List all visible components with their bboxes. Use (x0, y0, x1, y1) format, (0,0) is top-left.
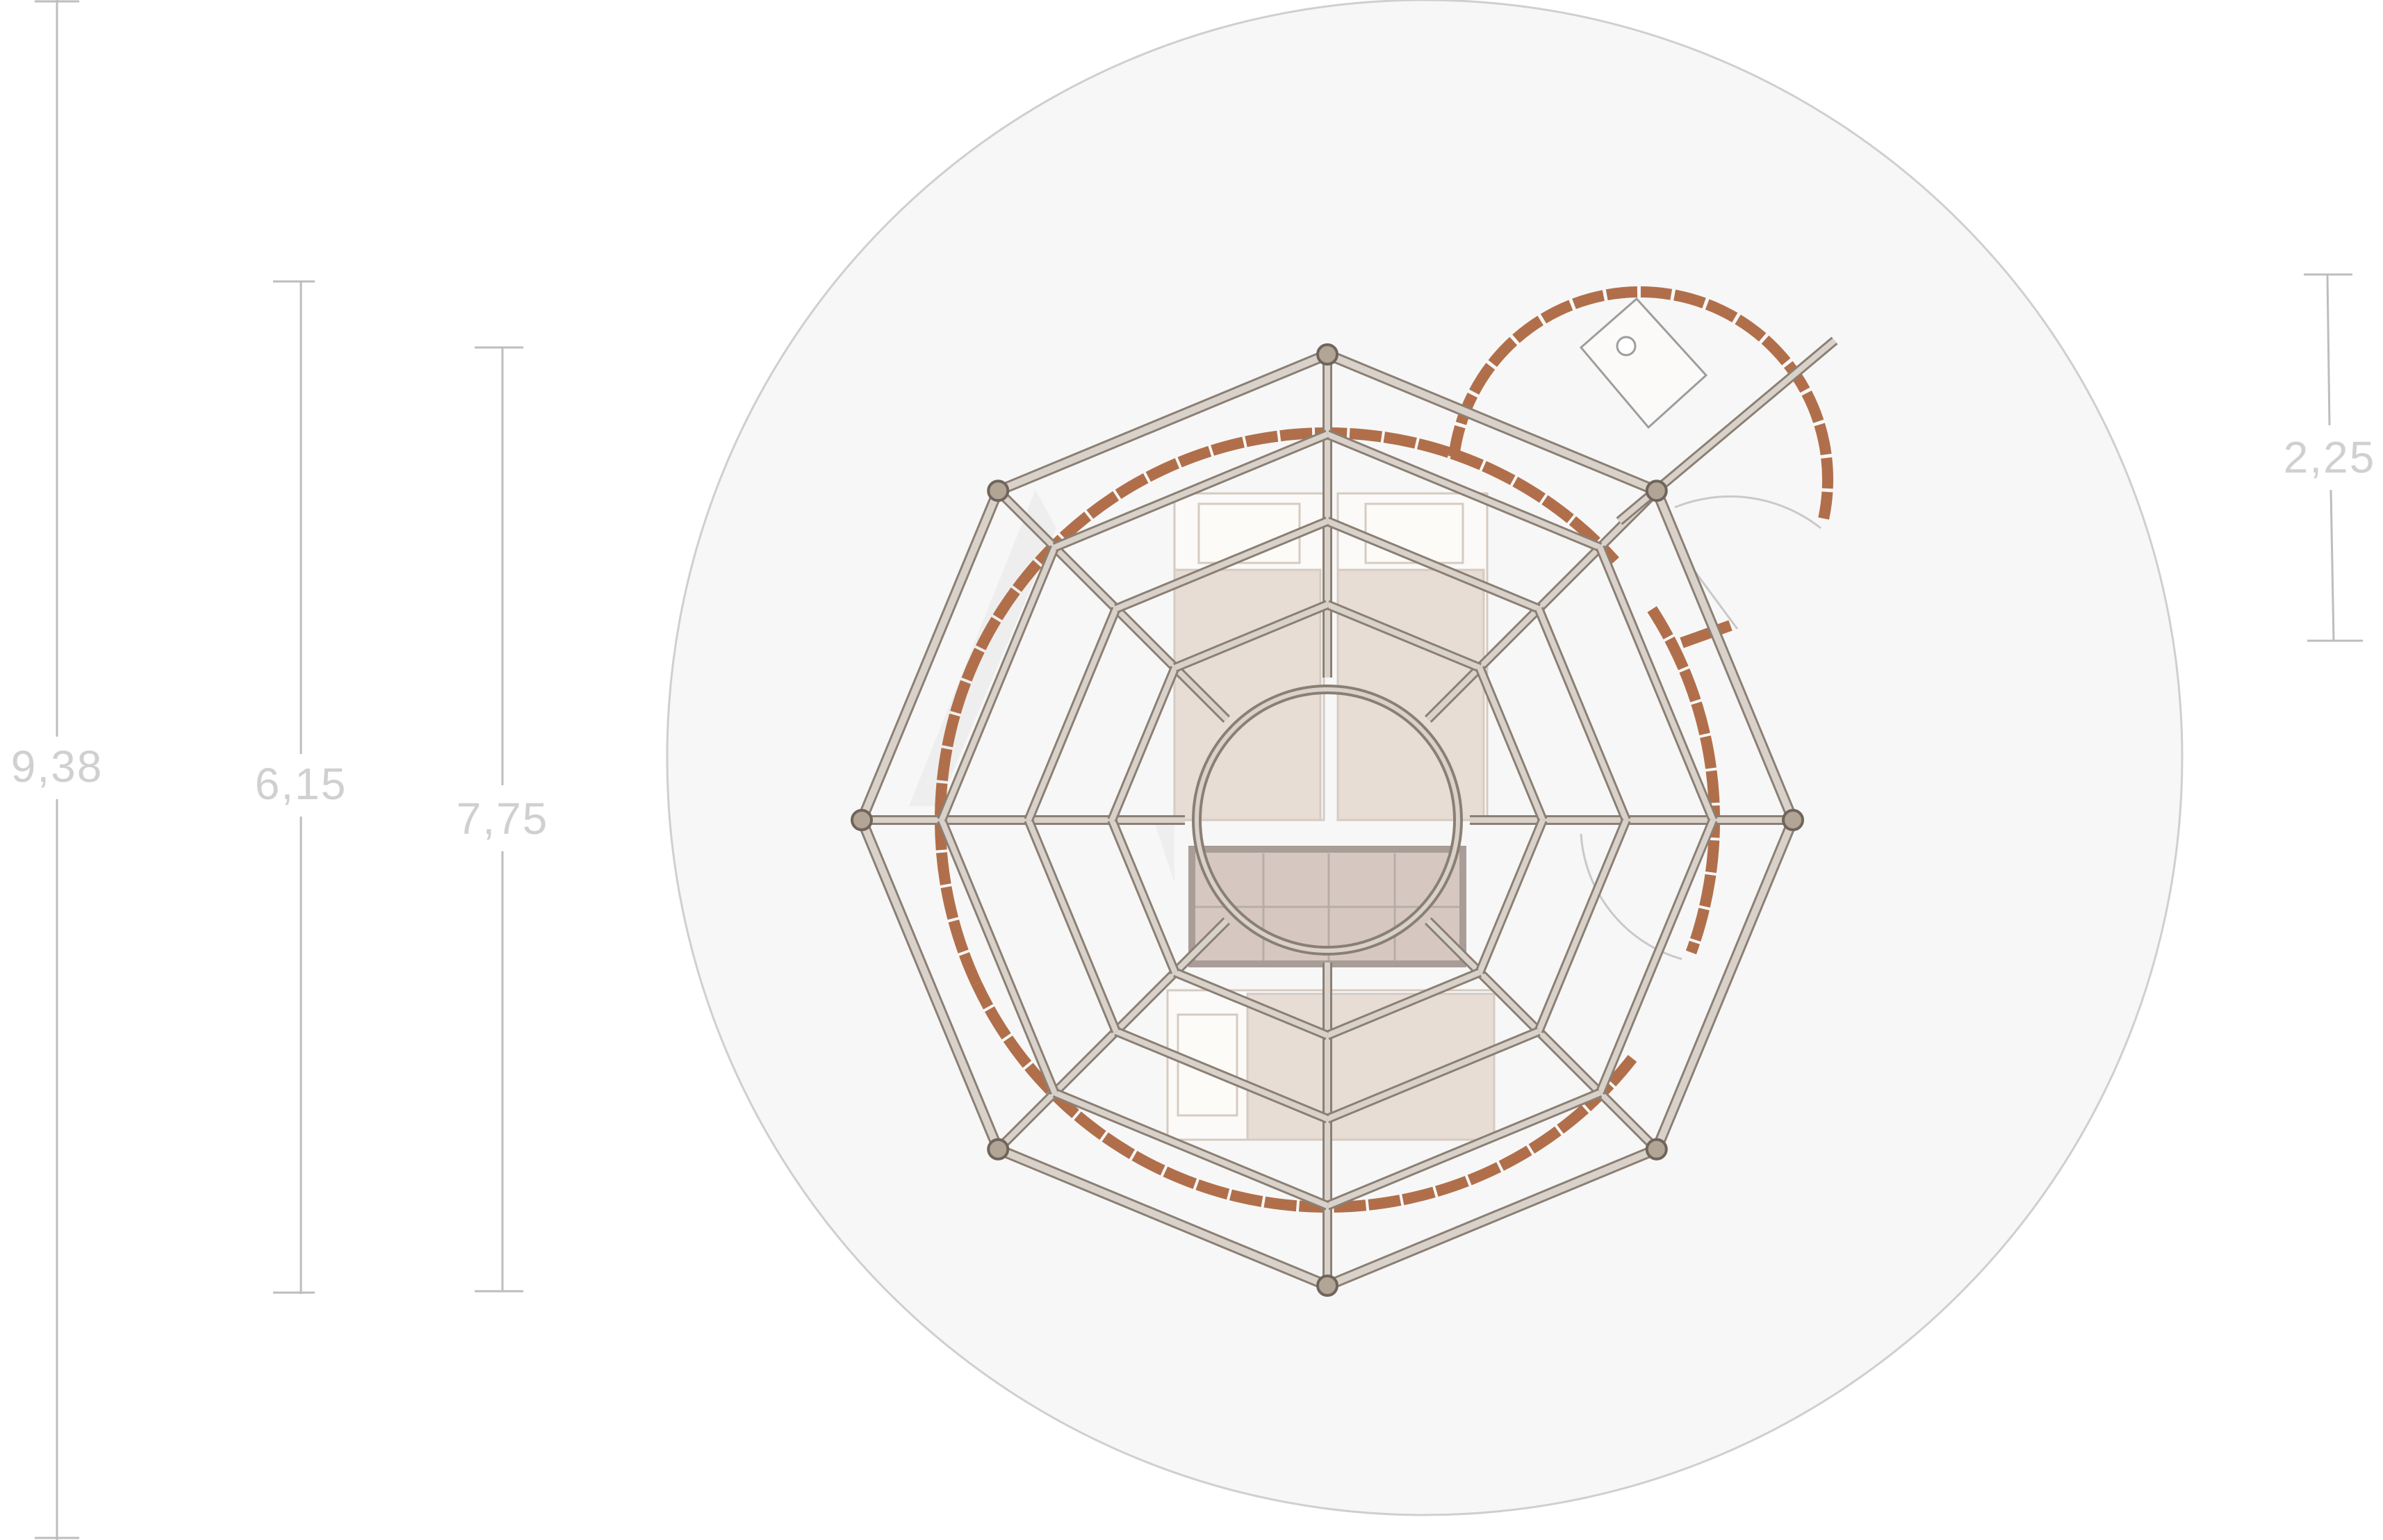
post-cap (987, 1138, 1010, 1161)
brick-wall-stub (1680, 620, 1733, 648)
post-cap (1782, 809, 1804, 831)
ring-beam-core (1174, 602, 1329, 671)
dimension-annex: 2,25 (2284, 273, 2376, 642)
central-ring-inner (1195, 687, 1460, 953)
ring-beam-core (1653, 489, 1796, 821)
ring-beam-core (1597, 546, 1716, 821)
ring-beam-core (997, 1146, 1329, 1289)
post-cap (987, 480, 1010, 502)
brick-wall-annex (1448, 286, 1833, 520)
ring-beam-core (858, 819, 1001, 1151)
ring-beam-core (858, 489, 1001, 821)
post-cap (1316, 1275, 1338, 1297)
post-cap (1645, 1138, 1668, 1161)
ring-beam-core (1109, 666, 1178, 821)
ring-beam-core (1115, 1029, 1329, 1122)
ring-beam-core (1115, 518, 1329, 612)
ring-beam-core (1536, 819, 1629, 1033)
ring-beam-core (1326, 351, 1658, 494)
dimension-label-overall: 9,38 (11, 742, 104, 792)
brick-wall-south (971, 981, 1637, 1213)
ring-beam-core (1326, 969, 1481, 1038)
ring-beam-core (1326, 432, 1601, 550)
dimension-frame: 7,75 (457, 346, 549, 1293)
ring-beam-core (1054, 432, 1329, 550)
radial-beam-core (1426, 489, 1659, 721)
ring-beam-core (1597, 819, 1716, 1094)
ring-beam-core (1174, 969, 1329, 1038)
dimension-label-annex: 2,25 (2284, 432, 2376, 482)
ring-beam-core (1477, 819, 1546, 974)
ring-beam-core (1536, 607, 1629, 821)
ring-beam-core (1653, 819, 1796, 1151)
dimension-label-structure: 6,15 (255, 759, 347, 809)
post-cap (1645, 480, 1668, 502)
ring-beam-core (997, 351, 1329, 494)
ring-beam-core (1477, 666, 1546, 821)
annex-box (1579, 297, 1708, 429)
ring-beam-core (1109, 819, 1178, 974)
ring-beam-core (1326, 1090, 1601, 1209)
radial-beam-core (1426, 919, 1659, 1152)
dimension-overall: 9,38 (11, 0, 104, 1540)
ring-beam-core (1326, 518, 1540, 612)
ring-beam-core (1326, 1029, 1540, 1122)
ring-beam-core (939, 819, 1058, 1094)
ring-beam-core (939, 546, 1058, 821)
ring-beam-core (1326, 1146, 1658, 1289)
ring-beam-core (1326, 602, 1481, 671)
ring-beam-core (1026, 607, 1119, 821)
post-cap (1316, 343, 1338, 366)
ring-beam-core (1026, 819, 1119, 1033)
dimension-label-frame: 7,75 (457, 794, 549, 844)
dimension-structure: 6,15 (255, 280, 347, 1294)
timber-frame (851, 336, 1838, 1297)
radial-beam-core (996, 489, 1229, 721)
radial-beam-core (996, 919, 1229, 1152)
ring-beam-core (1054, 1090, 1329, 1209)
brick-wall-east (1647, 606, 1720, 955)
post-cap (851, 809, 873, 831)
